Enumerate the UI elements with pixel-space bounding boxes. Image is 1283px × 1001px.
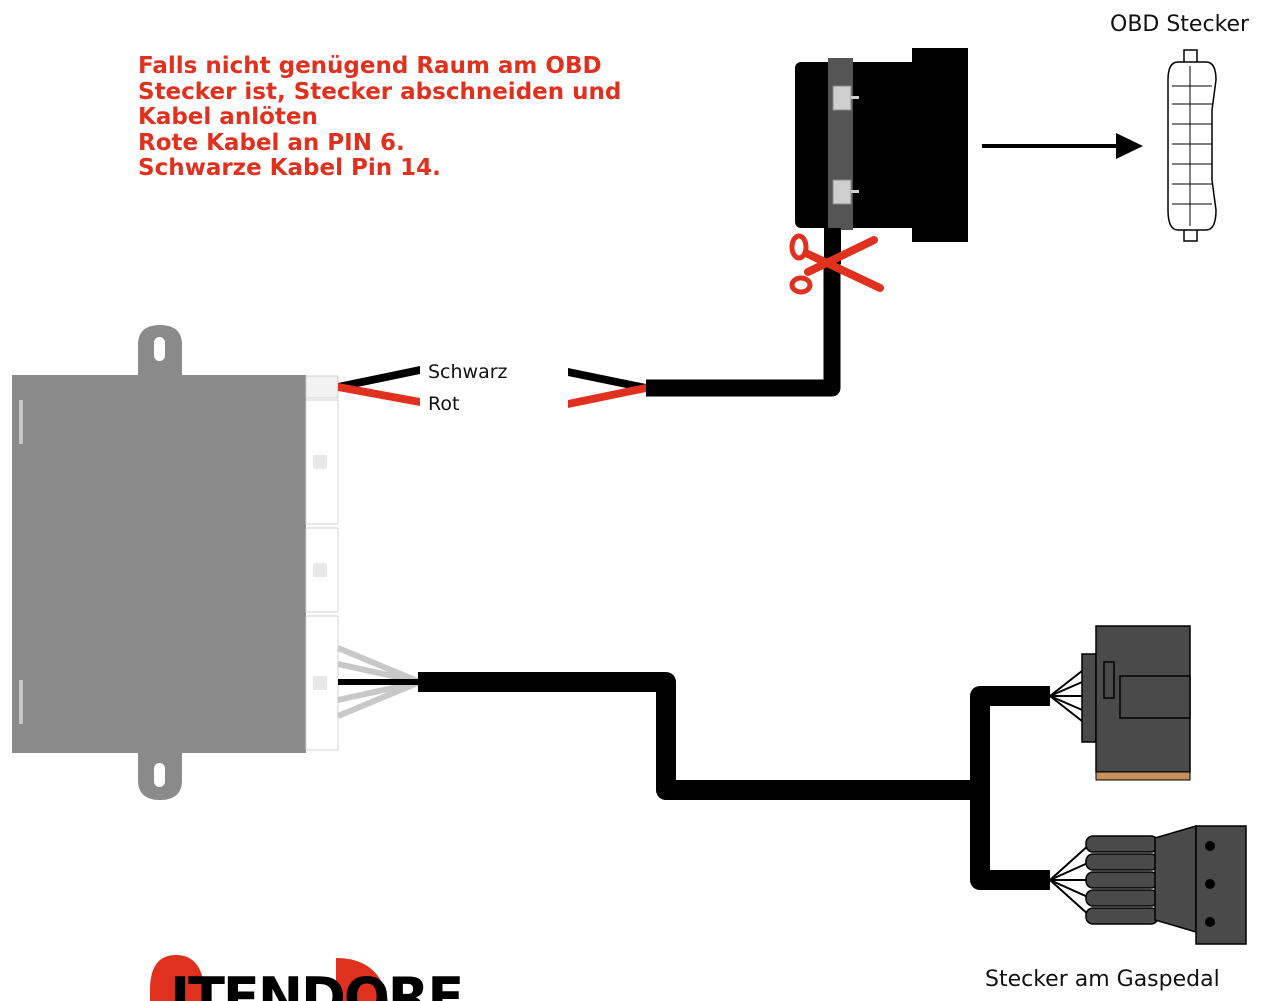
wire-red-label: Rot	[428, 393, 460, 415]
obd-socket-body	[1167, 61, 1217, 231]
obd-connector-housing	[795, 48, 968, 264]
signal-harness	[336, 645, 1050, 890]
obd-connector-label: OBD Stecker	[1110, 12, 1250, 37]
note-line-4: Rote Kabel an PIN 6.	[138, 129, 405, 156]
scissors-blade-1	[804, 250, 884, 292]
mounting-hole-top	[154, 337, 165, 361]
note-line-2: Stecker ist, Stecker abschneiden und	[138, 78, 622, 105]
module-highlight-bottom	[19, 680, 23, 724]
wire-black-cable-side	[568, 368, 646, 392]
module-body	[12, 375, 306, 753]
gas-pedal-connector-2	[1049, 824, 1247, 945]
arrow-head	[1116, 133, 1143, 159]
connector-2-taper	[1154, 824, 1197, 934]
note-line-5: Schwarze Kabel Pin 14.	[138, 155, 441, 181]
connector-1-latch	[1119, 675, 1191, 719]
connector-2-pin-3	[1205, 917, 1215, 927]
wire-red-module-side	[338, 383, 420, 406]
gas-pedal-connector-label: Stecker am Gaspedal	[985, 967, 1220, 992]
connector-1-slot	[1103, 661, 1115, 699]
obd-socket	[1167, 49, 1217, 242]
scissors-handle-2	[789, 275, 813, 295]
wire-black-module-side	[338, 366, 420, 391]
scissors-handle-1	[789, 233, 809, 261]
connector-2-body	[1195, 825, 1247, 945]
gas-pedal-connector-1	[1049, 625, 1191, 781]
scissors-blade-2	[804, 236, 878, 276]
mounting-hole-bottom	[154, 763, 165, 787]
brand-logo: ITENDORF	[150, 955, 464, 1001]
obd-housing-body	[795, 62, 930, 228]
wire-red-cable-side	[568, 384, 646, 408]
obd-housing-front	[912, 48, 968, 242]
arrow-right-icon	[982, 133, 1143, 159]
obd-latch-bottom	[832, 179, 852, 205]
note-line-1: Falls nicht genügend Raum am OBD	[138, 53, 602, 79]
obd-latch-top	[832, 85, 852, 111]
control-module	[12, 325, 339, 800]
note-line-3: Kabel anlöten	[138, 104, 318, 130]
obd-latch-top-tab	[851, 96, 859, 99]
connector-2-wires	[1049, 843, 1091, 917]
module-highlight-top	[19, 400, 23, 444]
connector-2-pin-2	[1205, 879, 1215, 889]
connector-1-back	[1081, 653, 1097, 743]
obd-socket-top-tab	[1183, 49, 1198, 64]
scissors-icon	[789, 233, 884, 295]
harness-branch	[970, 686, 1050, 890]
module-port-3-pin	[313, 676, 327, 690]
instruction-note: Falls nicht genügend Raum am OBD Stecker…	[138, 53, 758, 182]
module-port-1-pin	[313, 455, 327, 469]
power-wires	[338, 262, 841, 408]
power-cable	[646, 262, 841, 397]
wire-black-label: Schwarz	[428, 361, 508, 383]
module-port-2-pin	[313, 563, 327, 577]
module-port-power	[305, 375, 339, 399]
obd-socket-pin-grid	[1172, 66, 1212, 226]
connector-2-ribs	[1085, 835, 1159, 925]
connector-2-pin-1	[1205, 841, 1215, 851]
logo-red-arch-left	[150, 955, 204, 1001]
logo-red-arch-right	[336, 958, 388, 1001]
obd-latch-bottom-tab	[851, 190, 859, 193]
harness-main-cable	[418, 672, 980, 800]
connector-1-seal	[1095, 771, 1191, 781]
logo-wordmark: ITENDORF	[170, 966, 462, 1001]
